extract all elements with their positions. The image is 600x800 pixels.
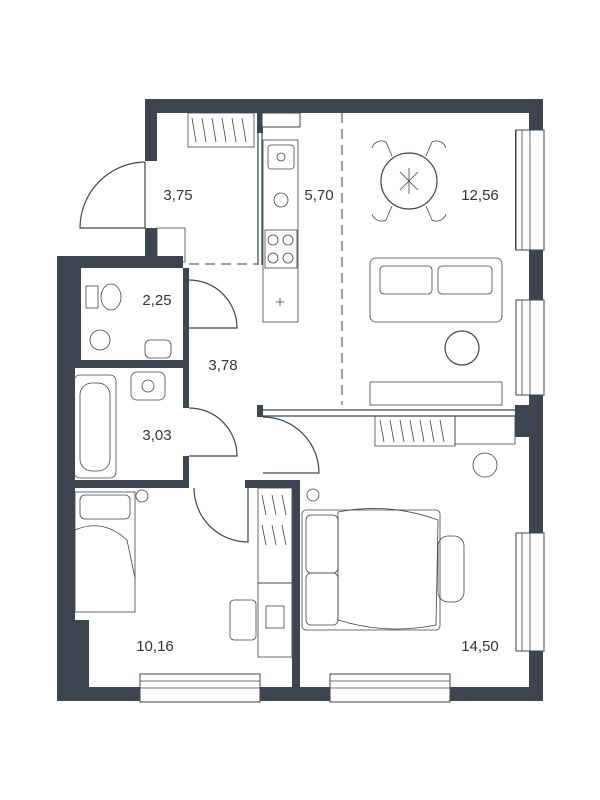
area-label-hall: 3,75	[163, 187, 192, 204]
doors	[79, 161, 320, 543]
area-label-corridor: 3,78	[208, 357, 237, 374]
furniture	[73, 112, 516, 658]
area-label-bedroom-large: 14,50	[461, 638, 499, 655]
area-label-bedroom-small: 10,16	[136, 638, 174, 655]
windows	[139, 129, 545, 703]
area-label-living: 12,56	[461, 187, 499, 204]
area-labels: 3,75 5,70 12,56 2,25 3,78 3,03 10,16 14,…	[136, 187, 499, 655]
zone-dashed-lines	[157, 113, 343, 405]
area-label-toilet: 2,25	[142, 292, 171, 309]
area-label-bathroom: 3,03	[142, 427, 171, 444]
area-label-kitchen: 5,70	[304, 187, 333, 204]
interior-walls	[69, 112, 529, 687]
